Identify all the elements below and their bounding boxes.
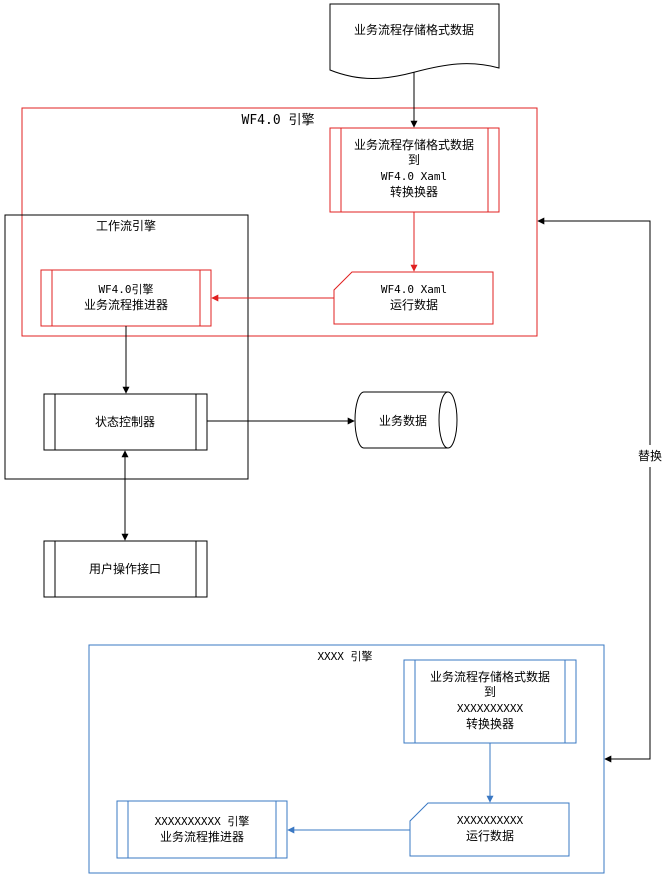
wf-converter-line-3: WF4.0 Xaml (381, 170, 447, 183)
business-data-node: 业务数据 (354, 391, 458, 449)
wf-engine-border (21, 107, 538, 337)
replace-label-bg (634, 445, 666, 467)
state-controller-label: 状态控制器 (95, 415, 155, 429)
wf-advancer-line-2: 业务流程推进器 (84, 297, 168, 312)
wf-engine-container: WF4.0 引擎 (21, 107, 538, 337)
wf-engine-title: WF4.0 引擎 (242, 113, 315, 128)
business-data-label: 业务数据 (379, 413, 427, 428)
xxxx-runtime-data-line-1: XXXXXXXXXX (457, 814, 524, 827)
replace-connector (537, 217, 651, 763)
workflow-engine-title: 工作流引擎 (96, 218, 156, 233)
user-interface-label: 用户操作接口 (89, 561, 161, 576)
xxxx-runtime-data-line-2: 运行数据 (466, 828, 514, 843)
wf-converter-node: 业务流程存储格式数据 到 WF4.0 Xaml 转换换器 (329, 127, 500, 213)
wf-converter-line-2: 到 (408, 153, 420, 167)
xxxx-advancer-node: XXXXXXXXXX 引擎 业务流程推进器 (116, 800, 288, 859)
wf-advancer-node: WF4.0引擎 业务流程推进器 (40, 269, 212, 327)
wf-runtime-data-node: WF4.0 Xaml 运行数据 (333, 271, 494, 325)
xxxx-converter-node: 业务流程存储格式数据 到 XXXXXXXXXX 转换换器 (403, 659, 577, 744)
xxxx-converter-line-4: 转换换器 (466, 716, 514, 731)
document-shape (329, 3, 500, 79)
xxxx-converter-line-3: XXXXXXXXXX (457, 702, 524, 715)
top-document-node: 业务流程存储格式数据 (329, 3, 500, 79)
wf-converter-line-1: 业务流程存储格式数据 (354, 137, 474, 152)
top-document-label: 业务流程存储格式数据 (354, 22, 474, 37)
xxxx-converter-line-2: 到 (484, 685, 496, 699)
xxxx-advancer-line-2: 业务流程推进器 (160, 829, 244, 844)
state-controller-node: 状态控制器 (43, 393, 208, 451)
wf-runtime-data-line-1: WF4.0 Xaml (381, 283, 447, 296)
replace-label: 替换 (638, 449, 662, 463)
user-interface-node: 用户操作接口 (43, 540, 208, 598)
wf-advancer-line-1: WF4.0引擎 (98, 282, 153, 296)
xxxx-advancer-line-1: XXXXXXXXXX 引擎 (155, 814, 250, 828)
wf-runtime-data-line-2: 运行数据 (390, 297, 438, 312)
xxxx-converter-line-1: 业务流程存储格式数据 (430, 669, 550, 684)
wf-converter-line-4: 转换换器 (390, 184, 438, 199)
xxxx-engine-title: XXXX 引擎 (317, 649, 372, 663)
xxxx-runtime-data-node: XXXXXXXXXX 运行数据 (409, 802, 570, 857)
